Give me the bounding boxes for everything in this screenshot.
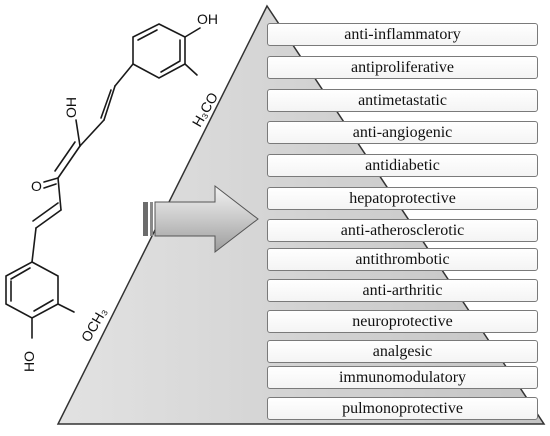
enol-oh-label: OH: [63, 97, 79, 118]
property-immunomodulatory: immunomodulatory: [267, 366, 538, 389]
property-antithrombotic: antithrombotic: [267, 248, 538, 271]
property-pulmonoprotective: pulmonoprotective: [267, 397, 538, 420]
property-analgesic: analgesic: [267, 340, 538, 363]
property-hepatoprotective: hepatoprotective: [267, 187, 538, 210]
arrow-icon: [143, 184, 259, 254]
property-anti-atherosclerotic: anti-atherosclerotic: [267, 219, 538, 242]
ketone-o-label: O: [31, 178, 42, 194]
property-anti-arthritic: anti-arthritic: [267, 279, 538, 302]
property-antidiabetic: antidiabetic: [267, 154, 538, 177]
property-neuroprotective: neuroprotective: [267, 310, 538, 333]
curcumin-structure: [5, 23, 201, 339]
property-anti-inflammatory: anti-inflammatory: [267, 23, 538, 46]
property-anti-angiogenic: anti-angiogenic: [267, 121, 538, 144]
oh-label-top: OH: [197, 11, 218, 27]
ho-label-bottom: HO: [21, 351, 37, 372]
property-antiproliferative: antiproliferative: [267, 56, 538, 79]
property-antimetastatic: antimetastatic: [267, 89, 538, 112]
